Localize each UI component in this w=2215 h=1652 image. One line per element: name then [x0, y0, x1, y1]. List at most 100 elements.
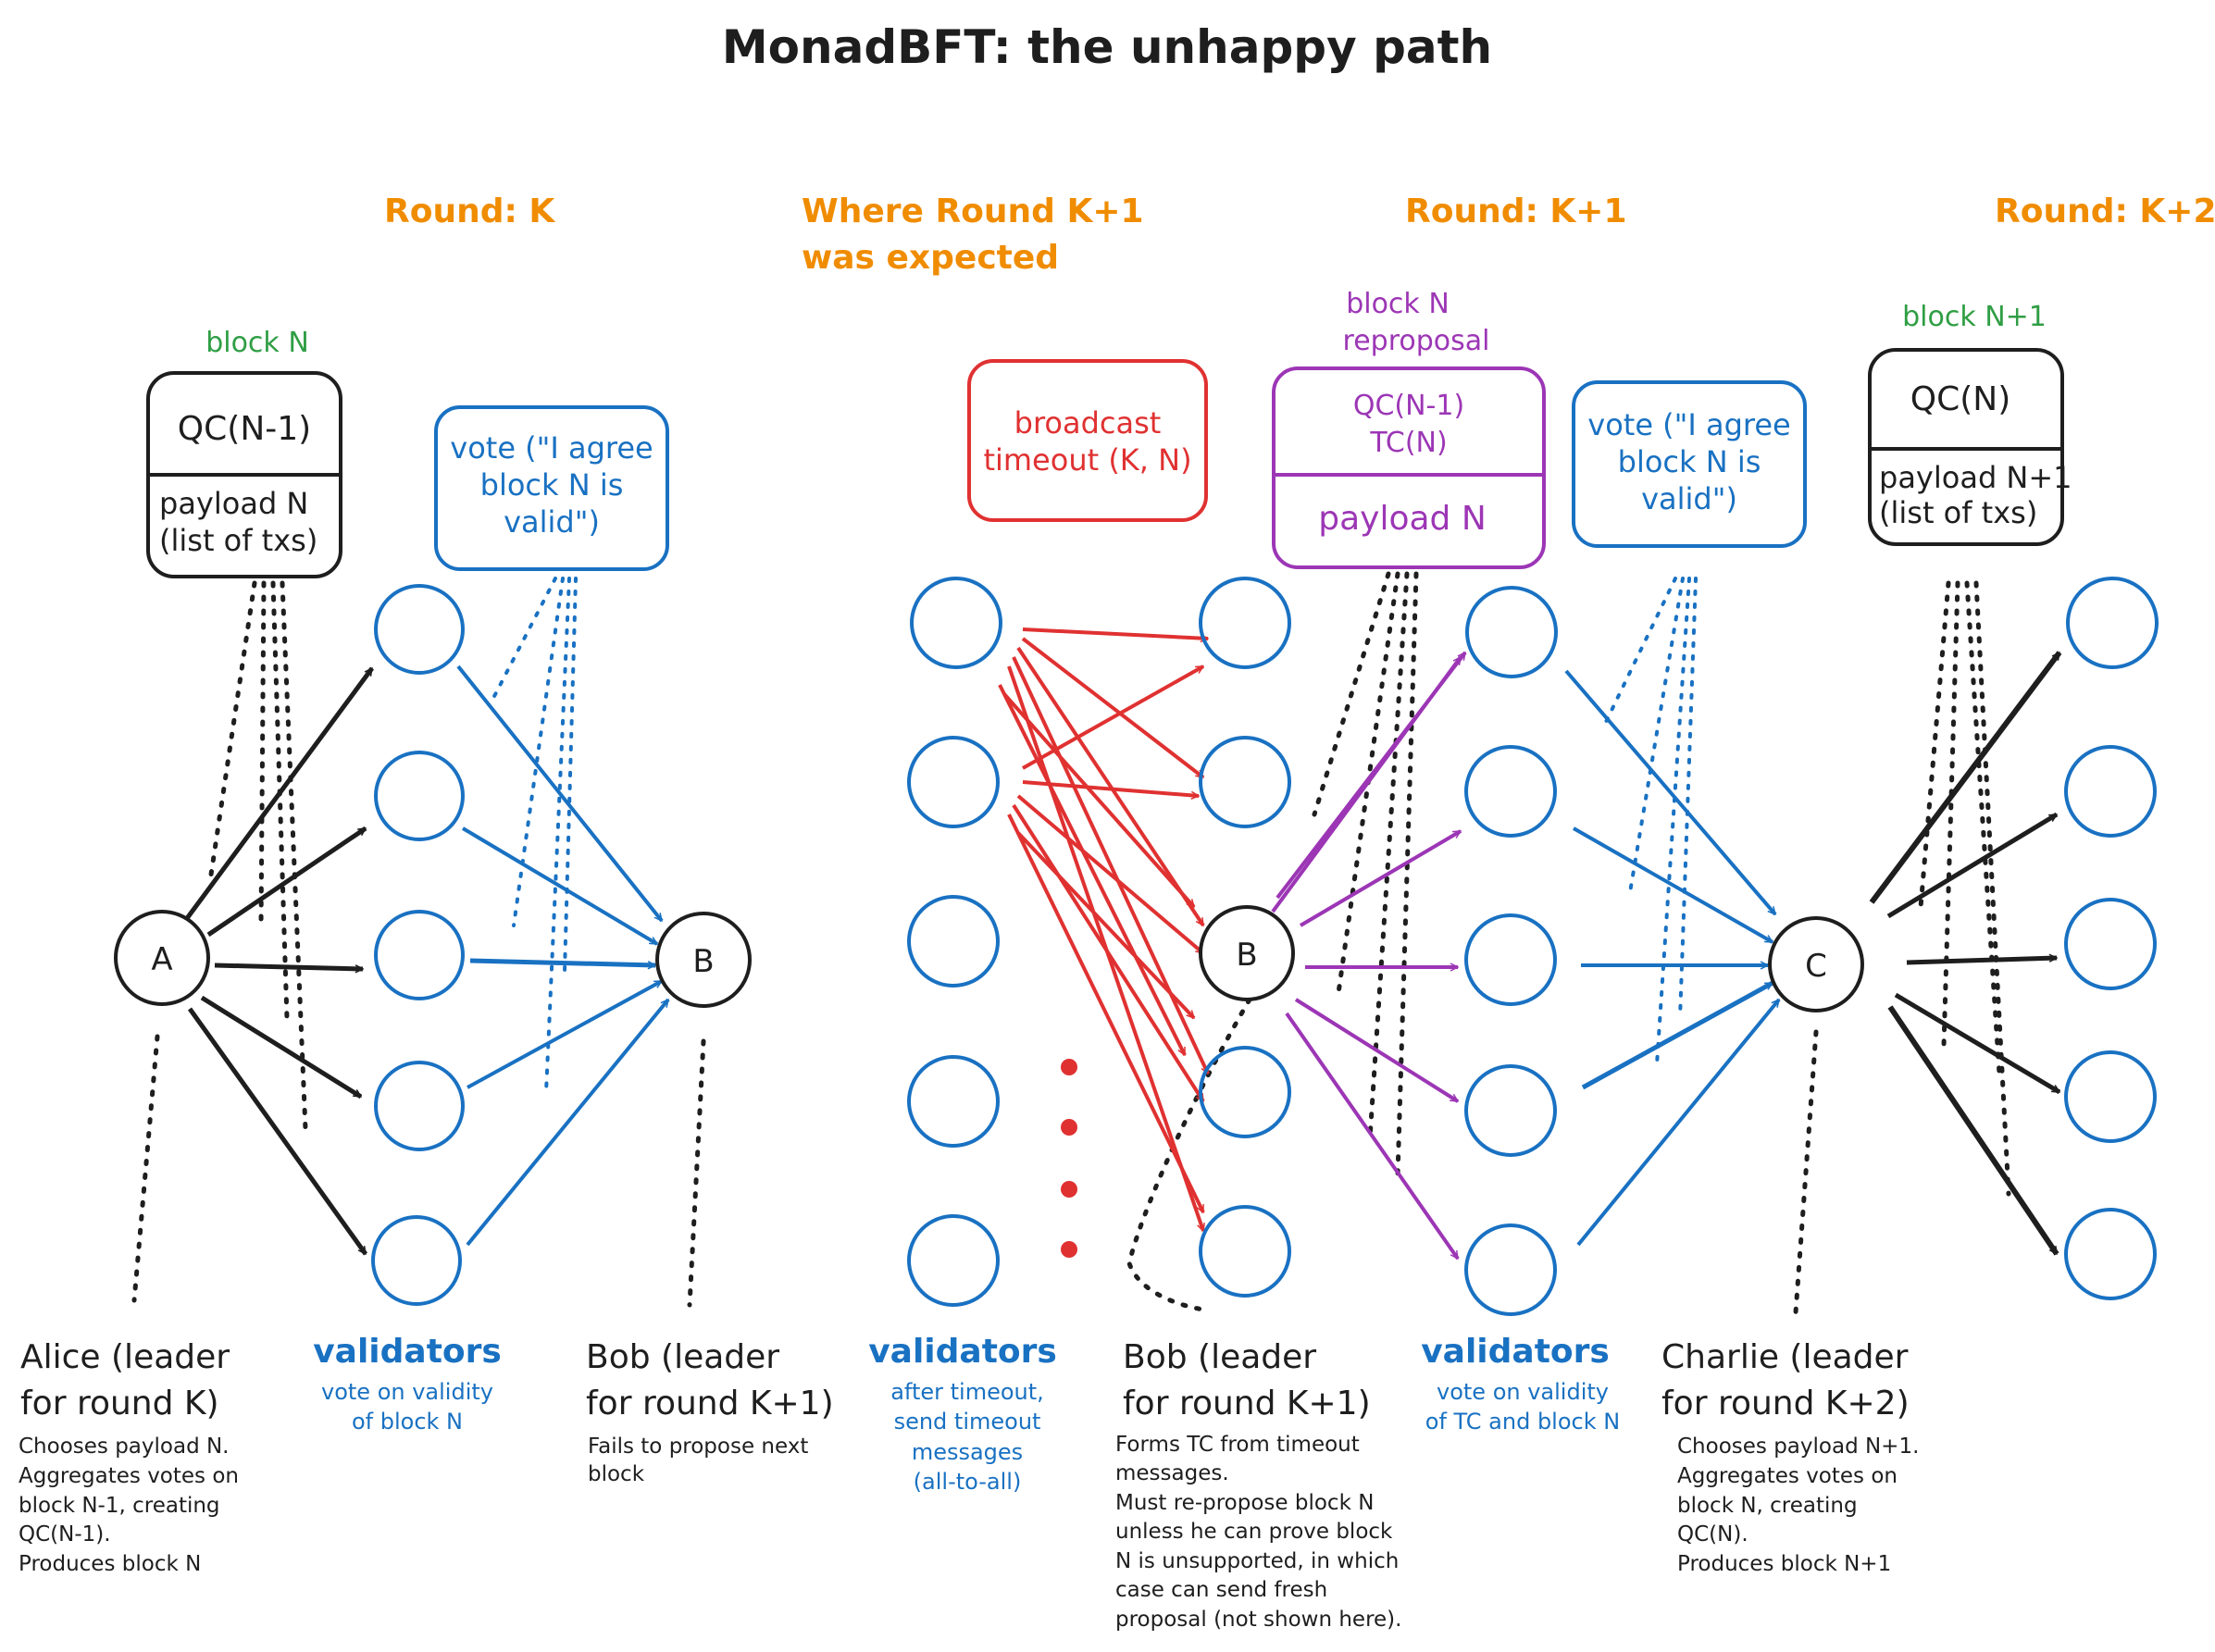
alice-title-line1: Alice (leader: [20, 1338, 230, 1376]
block-n1-label: block N+1: [1902, 301, 2047, 333]
alice-desc-5: Produces block N: [19, 1552, 201, 1576]
validator-node: [2064, 1208, 2157, 1300]
bob2-desc-5: N is unsupported, in which: [1115, 1549, 1399, 1573]
validator-node: [374, 751, 465, 841]
validators3-desc-2: of TC and block N: [1425, 1409, 1620, 1435]
validator-column-1: [371, 584, 465, 1306]
leader-b1-letter: B: [692, 943, 714, 980]
validator-node: [371, 1215, 462, 1306]
charlie-desc-3: block N, creating: [1677, 1494, 1858, 1518]
alice-desc-1: Chooses payload N.: [19, 1435, 230, 1459]
validator-node: [374, 910, 465, 1000]
validator-node: [1464, 1223, 1557, 1316]
block-n1-payload-line1: payload N+1: [1879, 460, 2072, 495]
validator-node: [2064, 898, 2157, 990]
caption-alice: Alice (leader for round K) Chooses paylo…: [19, 1338, 239, 1576]
validator-node: [374, 584, 465, 675]
timeout-arrows: [998, 627, 1210, 1231]
round-k1-label: Round: K+1: [1405, 193, 1627, 230]
validator-node: [374, 1061, 465, 1151]
validators1-vote-arrows: [456, 665, 670, 1247]
validator-node: [1465, 586, 1558, 678]
bob2-desc-2: messages.: [1115, 1461, 1229, 1485]
timeout-line1: broadcast: [1014, 405, 1162, 441]
charlie-title-line1: Charlie (leader: [1661, 1338, 1909, 1376]
validator-node: [1464, 913, 1557, 1006]
validator-node: [1199, 1046, 1291, 1138]
round-expected-label-line1: Where Round K+1: [802, 193, 1144, 230]
reproposal-arrows: [1271, 652, 1467, 1259]
ellipsis-dots: [1061, 1059, 1077, 1258]
validators2-desc-1: after timeout,: [890, 1379, 1044, 1405]
bob2-desc-4: unless he can prove block: [1115, 1520, 1393, 1544]
validator-column-3: [1199, 577, 1291, 1298]
charlie-desc-2: Aggregates votes on: [1677, 1464, 1898, 1488]
vote-box-1: vote ("I agree block N is valid"): [434, 405, 669, 571]
caption-validators-3: validators vote on validity of TC and bl…: [1421, 1333, 1620, 1435]
block-n-payload-line2: (list of txs): [159, 523, 317, 558]
validators2-desc-3: messages: [912, 1439, 1023, 1465]
alice-proposal-arrows: [182, 666, 375, 1256]
bob2-title-line1: Bob (leader: [1123, 1338, 1316, 1376]
bob1-title-line2: for round K+1): [586, 1385, 834, 1422]
bob2-desc-1: Forms TC from timeout: [1115, 1433, 1360, 1457]
bob2-desc-6: case can send fresh: [1115, 1578, 1327, 1602]
charlie-title-line2: for round K+2): [1661, 1385, 1910, 1422]
leader-a-letter: A: [151, 941, 172, 978]
reproposal-payload: payload N: [1318, 500, 1487, 538]
alice-desc-2: Aggregates votes on: [19, 1464, 239, 1488]
vote2-line1: vote ("I agree: [1587, 407, 1790, 442]
validator-node: [1464, 745, 1557, 838]
caption-bob-2: Bob (leader for round K+1) Forms TC from…: [1115, 1338, 1401, 1632]
validators1-title: validators: [313, 1333, 502, 1371]
bob2-desc-3: Must re-propose block N: [1115, 1491, 1374, 1515]
validators2-desc-4: (all-to-all): [914, 1469, 1022, 1495]
charlie-desc-1: Chooses payload N+1.: [1677, 1435, 1919, 1459]
validators1-desc-2: of block N: [352, 1409, 463, 1435]
leader-node-c: C: [1768, 916, 1864, 1012]
validator-node: [907, 736, 1000, 828]
block-n1-payload-line2: (list of txs): [1879, 495, 2037, 530]
vote-box-2: vote ("I agree block N is valid"): [1572, 380, 1807, 548]
validator-node: [1464, 1064, 1557, 1157]
validator-node: [2066, 577, 2159, 669]
validators3-vote-arrows: [1564, 669, 1781, 1247]
reproposal-header-line2: TC(N): [1369, 427, 1447, 459]
validator-node: [907, 895, 1000, 987]
leader-b2-letter: B: [1236, 937, 1257, 974]
validator-node: [907, 1055, 1000, 1148]
validator-node: [1199, 577, 1291, 669]
vote2-line3: valid"): [1641, 481, 1737, 516]
alice-desc-4: QC(N-1).: [19, 1522, 111, 1546]
round-expected-label-line2: was expected: [802, 239, 1059, 277]
reproposal-label-line1: block N: [1346, 288, 1450, 320]
block-n-box: QC(N-1) payload N (list of txs): [146, 371, 342, 578]
reproposal-header-line1: QC(N-1): [1353, 390, 1464, 422]
bob1-desc-1: Fails to propose next: [588, 1435, 808, 1459]
block-n-payload-line1: payload N: [159, 486, 308, 521]
bob1-title-line1: Bob (leader: [586, 1338, 779, 1376]
validator-node: [907, 1214, 1000, 1307]
diagram-title: MonadBFT: the unhappy path: [722, 20, 1492, 74]
validator-column-4: [1464, 586, 1558, 1316]
leader-c-letter: C: [1805, 948, 1827, 985]
validators1-desc-1: vote on validity: [321, 1379, 493, 1405]
alice-title-line2: for round K): [20, 1385, 219, 1422]
block-n-label: block N: [205, 327, 309, 359]
reproposal-label-line2: reproposal: [1343, 325, 1490, 357]
charlie-desc-4: QC(N).: [1677, 1522, 1748, 1546]
vote2-line2: block N is: [1618, 444, 1761, 479]
validator-node: [910, 577, 1002, 669]
caption-bob-1: Bob (leader for round K+1) Fails to prop…: [586, 1338, 834, 1486]
charlie-proposal-arrows: [1869, 651, 2062, 1256]
caption-validators-2: validators after timeout, send timeout m…: [868, 1333, 1057, 1495]
round-k-label: Round: K: [384, 193, 555, 230]
timeout-box: broadcast timeout (K, N): [967, 359, 1208, 522]
bob2-desc-7: proposal (not shown here).: [1115, 1608, 1401, 1632]
round-k2-label: Round: K+2: [1995, 193, 2215, 230]
validator-node: [1199, 1205, 1291, 1298]
vote1-line2: block N is: [480, 467, 624, 503]
leader-node-a: A: [114, 910, 210, 1006]
validator-node: [2064, 745, 2157, 838]
